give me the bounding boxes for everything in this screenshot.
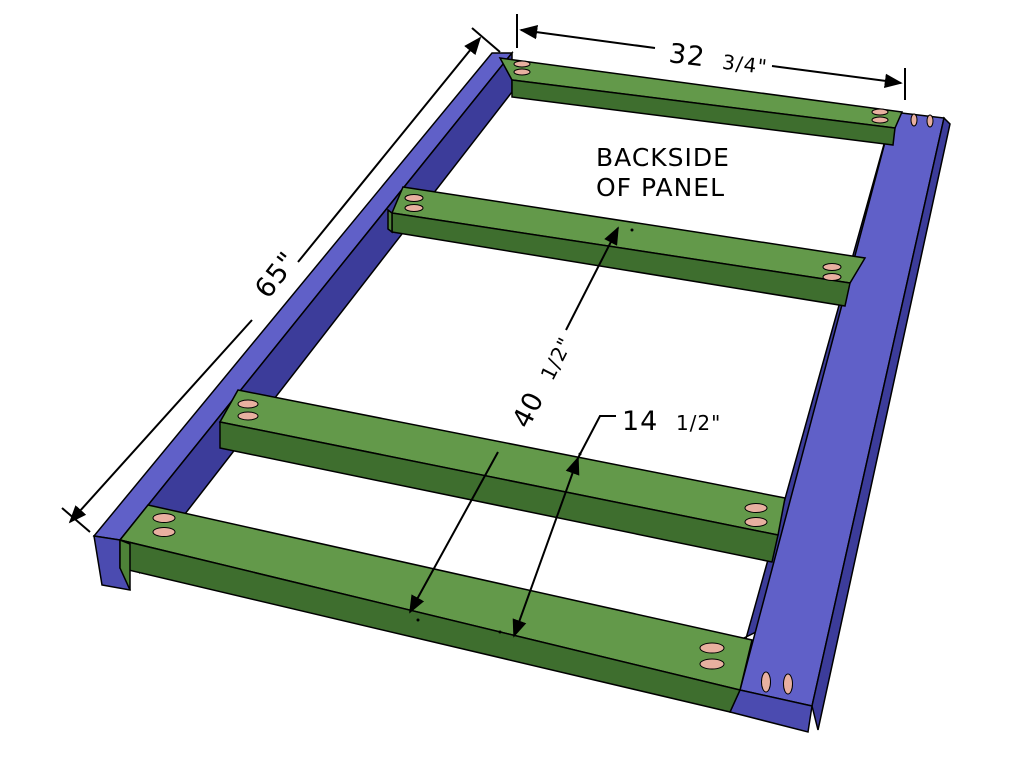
hole [237,411,259,421]
hole [404,194,424,202]
hole [152,527,176,537]
hole [871,108,889,116]
slat-4-end [119,538,131,591]
backside-note: BACKSIDE OF PANEL [596,143,730,202]
hole [513,68,531,76]
pocket-holes [152,60,934,695]
right-rail [728,111,951,733]
hole [513,60,531,68]
slat-4 [118,504,753,713]
width-dimension: 32 3/4" [516,14,906,100]
slat-3 [218,389,786,563]
hole [699,642,725,654]
slat-2 [387,186,867,307]
hole [761,671,771,693]
width-label: 32 3/4" [667,38,769,81]
slat-2-end [387,208,393,234]
hole [926,114,934,128]
hole [404,204,424,212]
right-rail-side [811,116,951,731]
note-line-1: BACKSIDE [596,143,730,172]
hole [152,513,176,523]
left-rail [92,50,514,591]
span-dimension: 40 1/2" [409,226,634,622]
hole [822,273,842,281]
gap-label: 14 1/2" [622,406,721,437]
hole [871,116,889,124]
slat-3-side [219,421,779,563]
span-label: 40 1/2" [507,331,580,434]
hole [744,503,768,513]
slat-1 [498,57,904,146]
note-line-2: OF PANEL [596,173,725,202]
gap-dimension: 14 1/2" [498,406,721,638]
hole [783,673,793,695]
hole [744,517,768,527]
hole [699,658,725,670]
hole [237,399,259,409]
hole [822,263,842,271]
slat-1-side [511,79,896,146]
hole [910,113,918,127]
